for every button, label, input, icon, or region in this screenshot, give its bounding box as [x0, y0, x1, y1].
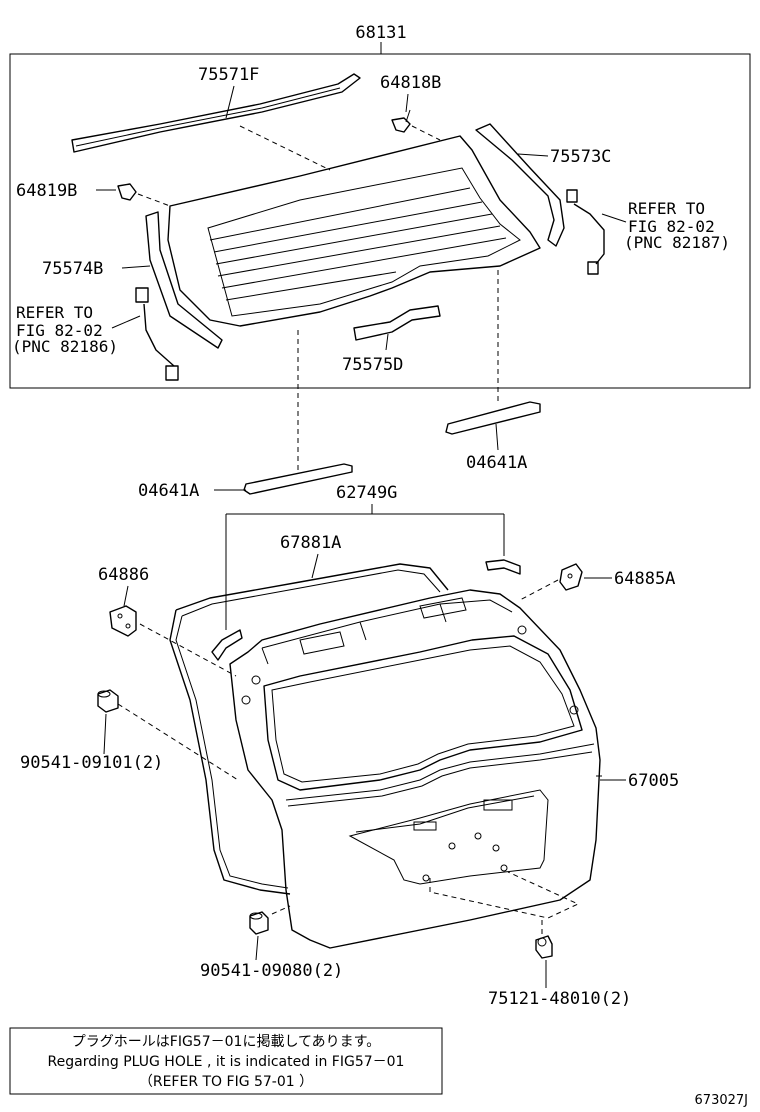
label-64818B: 64818B — [380, 73, 441, 93]
part-04641A-spacer-right — [445, 401, 541, 435]
refer-left-line1: REFER TO — [16, 303, 93, 322]
part-75571F-molding — [71, 73, 361, 153]
label-62749G: 62749G — [336, 483, 397, 503]
defogger-lines — [209, 187, 507, 301]
part-64819B-clip — [117, 183, 137, 201]
label-90541-09080: 90541-09080(2) — [200, 961, 343, 981]
part-75121-48010-clip — [535, 935, 553, 959]
label-67005: 67005 — [628, 771, 679, 791]
part-back-window-glass — [167, 135, 541, 327]
part-67881A-weatherstrip — [169, 563, 449, 895]
label-64819B: 64819B — [16, 181, 77, 201]
label-75573C: 75573C — [550, 147, 611, 167]
refer-right-line1: REFER TO — [628, 199, 705, 218]
part-62749G-molding — [211, 559, 521, 661]
assembly-68131-box — [9, 53, 751, 389]
label-75121-48010: 75121-48010(2) — [488, 989, 631, 1009]
part-75573C-molding — [475, 123, 565, 247]
label-75571F: 75571F — [198, 65, 259, 85]
plug-hole-note-box — [9, 1027, 443, 1095]
refer-right-line2: FIG 82-02 — [628, 217, 715, 236]
label-75575D: 75575D — [342, 355, 403, 375]
figure-code: 673027J — [695, 1093, 748, 1108]
part-right-harness — [566, 189, 605, 275]
label-68131: 68131 — [355, 23, 406, 43]
refer-left-line2: FIG 82-02 — [16, 321, 103, 340]
label-90541-09101: 90541-09101(2) — [20, 753, 163, 773]
refer-right-line3: (PNC 82187) — [624, 233, 730, 252]
part-64886-hinge — [109, 605, 137, 637]
part-90541-09101-cushion — [97, 689, 119, 713]
part-90541-09080-cushion — [249, 911, 269, 935]
note-line-reference: （REFER TO FIG 57-01 ） — [139, 1074, 313, 1090]
label-64885A: 64885A — [614, 569, 675, 589]
part-75574B-molding — [145, 211, 223, 349]
part-64818B-clip — [391, 109, 411, 133]
label-75574B: 75574B — [42, 259, 103, 279]
label-04641A-left: 04641A — [138, 481, 199, 501]
refer-left-line3: (PNC 82186) — [12, 337, 118, 356]
note-line-japanese: プラグホールはFIG57－01に掲載してあります。 — [72, 1034, 380, 1050]
label-04641A-right: 04641A — [466, 453, 527, 473]
part-67005-back-door — [229, 589, 602, 949]
label-67881A: 67881A — [280, 533, 341, 553]
part-75575D-piece — [353, 305, 441, 341]
part-left-harness — [135, 287, 179, 381]
label-64886: 64886 — [98, 565, 149, 585]
part-64885A-hinge — [559, 563, 583, 591]
note-line-english: Regarding PLUG HOLE , it is indicated in… — [48, 1054, 405, 1070]
